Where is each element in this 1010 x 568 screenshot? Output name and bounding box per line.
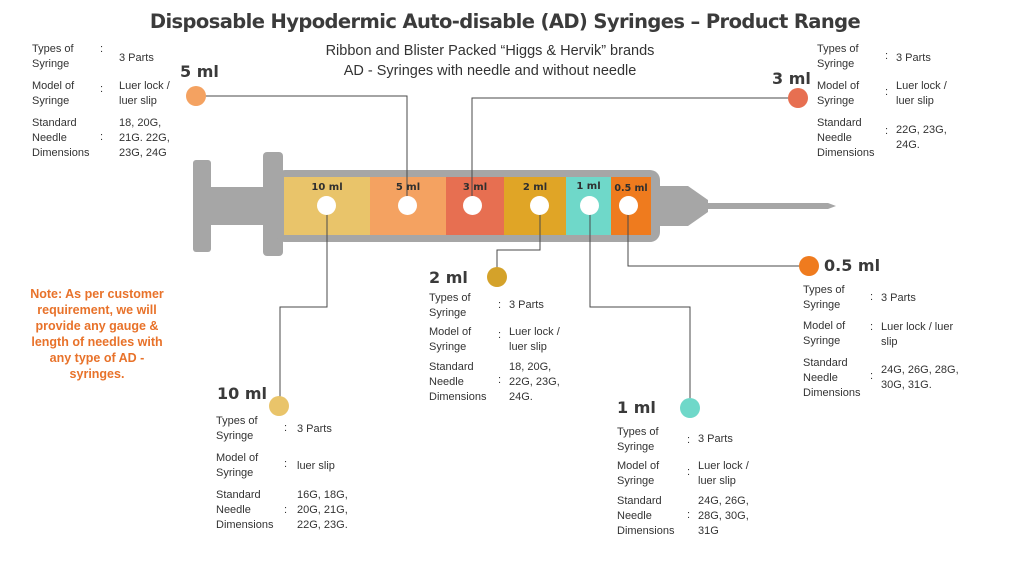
spec-colon: : xyxy=(498,299,502,311)
spec-colon: : xyxy=(498,374,502,386)
barrel-dot-05ml xyxy=(619,196,638,215)
spec-value-types: 3 Parts xyxy=(881,292,916,304)
spec-colon: : xyxy=(870,291,874,303)
callout-dot-1ml xyxy=(680,398,700,418)
spec-colon: : xyxy=(687,434,691,446)
spec-value-needle: 18, 20G, 22G, 23G, 24G. xyxy=(509,361,560,403)
spec-colon: : xyxy=(687,509,691,521)
spec-colon: : xyxy=(284,504,288,516)
callout-dot-2ml xyxy=(487,267,507,287)
needle-tip xyxy=(828,203,836,209)
spec-value-needle: 22G, 23G, 24G. xyxy=(896,124,947,151)
spec-value-types: 3 Parts xyxy=(896,52,931,64)
barrel-dot-2ml xyxy=(530,196,549,215)
connector-3ml xyxy=(471,97,798,203)
spec-colon: : xyxy=(498,329,502,341)
spec-label-types: Types of Syringe xyxy=(817,43,859,70)
spec-value-model: Luer lock / luer slip xyxy=(881,321,954,348)
barrel-dot-3ml xyxy=(463,196,482,215)
spec-block-5ml: Types of Syringe : 3 Parts Model of Syri… xyxy=(32,42,182,162)
spec-block-3ml: Types of Syringe : 3 Parts Model of Syri… xyxy=(817,42,987,162)
spec-label-model: Model of Syringe xyxy=(803,320,846,347)
spec-label-types: Types of Syringe xyxy=(803,284,845,311)
spec-label-model: Model of Syringe xyxy=(817,80,860,107)
connector-05ml xyxy=(627,207,808,267)
spec-value-model: luer slip xyxy=(297,460,335,472)
spec-value-model: Luer lock / luer slip xyxy=(119,80,170,107)
spec-value-types: 3 Parts xyxy=(509,299,544,311)
spec-block-05ml: Types of Syringe : 3 Parts Model of Syri… xyxy=(803,283,993,403)
spec-colon: : xyxy=(100,43,104,55)
segment-label-1ml: 1 ml xyxy=(576,181,601,192)
subtitle-line-2: AD - Syringes with needle and without ne… xyxy=(343,63,637,79)
spec-colon: : xyxy=(885,125,889,137)
spec-value-model: Luer lock / luer slip xyxy=(896,80,947,107)
spec-label-needle: Standard Needle Dimensions xyxy=(817,117,875,159)
needle-hub xyxy=(655,186,708,226)
callout-dot-10ml xyxy=(269,396,289,416)
spec-label-model: Model of Syringe xyxy=(216,452,259,479)
size-label-1ml: 1 ml xyxy=(617,398,656,417)
spec-label-needle: Standard Needle Dimensions xyxy=(429,361,487,403)
spec-colon: : xyxy=(100,83,104,95)
size-label-05ml: 0.5 ml xyxy=(824,256,881,275)
spec-label-types: Types of Syringe xyxy=(617,426,659,453)
barrel-dot-10ml xyxy=(317,196,336,215)
size-label-3ml: 3 ml xyxy=(772,69,811,88)
spec-label-types: Types of Syringe xyxy=(32,43,74,70)
spec-colon: : xyxy=(284,458,288,470)
customer-note: Note: As per customer requirement, we wi… xyxy=(30,287,164,381)
spec-value-model: Luer lock / luer slip xyxy=(509,326,560,353)
spec-label-model: Model of Syringe xyxy=(32,80,75,107)
spec-value-model: Luer lock / luer slip xyxy=(698,460,749,487)
spec-label-model: Model of Syringe xyxy=(617,460,660,487)
spec-colon: : xyxy=(885,50,889,62)
callout-dot-05ml xyxy=(799,256,819,276)
page-title: Disposable Hypodermic Auto-disable (AD) … xyxy=(149,10,861,33)
spec-value-types: 3 Parts xyxy=(698,433,733,445)
segment-label-2ml: 2 ml xyxy=(522,182,548,193)
spec-block-2ml: Types of Syringe : 3 Parts Model of Syri… xyxy=(429,291,579,406)
spec-value-types: 3 Parts xyxy=(119,52,154,64)
spec-value-needle: 24G, 26G, 28G, 30G, 31G xyxy=(698,495,749,537)
spec-block-1ml: Types of Syringe : 3 Parts Model of Syri… xyxy=(617,425,777,545)
spec-label-types: Types of Syringe xyxy=(216,415,258,442)
connector-10ml xyxy=(279,207,328,404)
size-label-2ml: 2 ml xyxy=(429,268,468,287)
spec-label-needle: Standard Needle Dimensions xyxy=(803,357,861,399)
barrel-dot-1ml xyxy=(580,196,599,215)
spec-label-model: Model of Syringe xyxy=(429,326,472,353)
size-label-10ml: 10 ml xyxy=(217,384,267,403)
spec-value-types: 3 Parts xyxy=(297,423,332,435)
size-label-5ml: 5 ml xyxy=(180,62,219,81)
spec-block-10ml: Types of Syringe : 3 Parts Model of Syri… xyxy=(216,414,376,534)
needle xyxy=(700,203,828,209)
segment-label-05ml: 0.5 ml xyxy=(614,183,648,194)
spec-value-needle: 24G, 26G, 28G, 30G, 31G. xyxy=(881,364,959,391)
spec-colon: : xyxy=(100,131,104,143)
spec-label-needle: Standard Needle Dimensions xyxy=(32,117,90,159)
spec-colon: : xyxy=(687,466,691,478)
spec-colon: : xyxy=(870,321,874,333)
callout-dot-3ml xyxy=(788,88,808,108)
segment-label-3ml: 3 ml xyxy=(462,182,488,193)
connector-5ml xyxy=(196,95,408,203)
barrel-dot-5ml xyxy=(398,196,417,215)
segment-label-5ml: 5 ml xyxy=(395,182,421,193)
spec-value-needle: 18, 20G, 21G. 22G, 23G, 24G xyxy=(119,117,170,159)
subtitle-line-1: Ribbon and Blister Packed “Higgs & Hervi… xyxy=(325,43,655,59)
callout-dot-5ml xyxy=(186,86,206,106)
spec-label-needle: Standard Needle Dimensions xyxy=(216,489,274,531)
connector-2ml xyxy=(496,207,541,276)
spec-colon: : xyxy=(885,86,889,98)
spec-label-needle: Standard Needle Dimensions xyxy=(617,495,675,537)
spec-label-types: Types of Syringe xyxy=(429,292,471,319)
connector-1ml xyxy=(589,207,691,404)
segment-label-10ml: 10 ml xyxy=(311,182,343,193)
spec-value-needle: 16G, 18G, 20G, 21G, 22G, 23G. xyxy=(297,489,348,531)
spec-colon: : xyxy=(284,422,288,434)
plunger-thumb xyxy=(193,160,211,252)
spec-colon: : xyxy=(870,370,874,382)
